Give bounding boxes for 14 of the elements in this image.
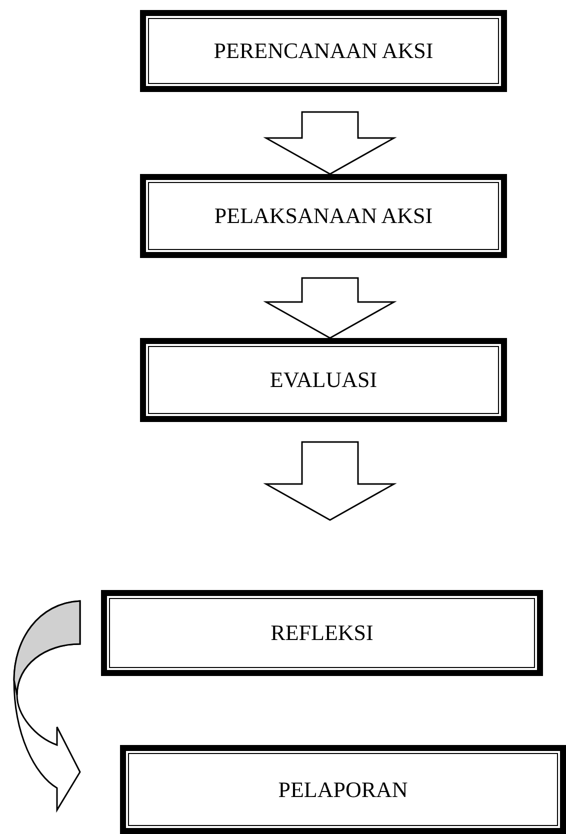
process-box bbox=[140, 10, 507, 92]
block-arrow bbox=[263, 111, 397, 175]
step-label: PELAKSANAAN AKSI bbox=[214, 203, 433, 229]
step-label: PELAPORAN bbox=[278, 776, 408, 802]
step-label: EVALUASI bbox=[270, 367, 378, 393]
process-box bbox=[101, 590, 543, 676]
process-box bbox=[140, 174, 507, 258]
block-arrow bbox=[263, 277, 397, 339]
process-box bbox=[120, 745, 566, 834]
process-box bbox=[140, 338, 507, 422]
step-label: REFLEKSI bbox=[270, 620, 374, 646]
block-arrow bbox=[263, 441, 397, 521]
block-arrow bbox=[13, 600, 81, 811]
step-label: PERENCANAAN AKSI bbox=[214, 38, 434, 64]
